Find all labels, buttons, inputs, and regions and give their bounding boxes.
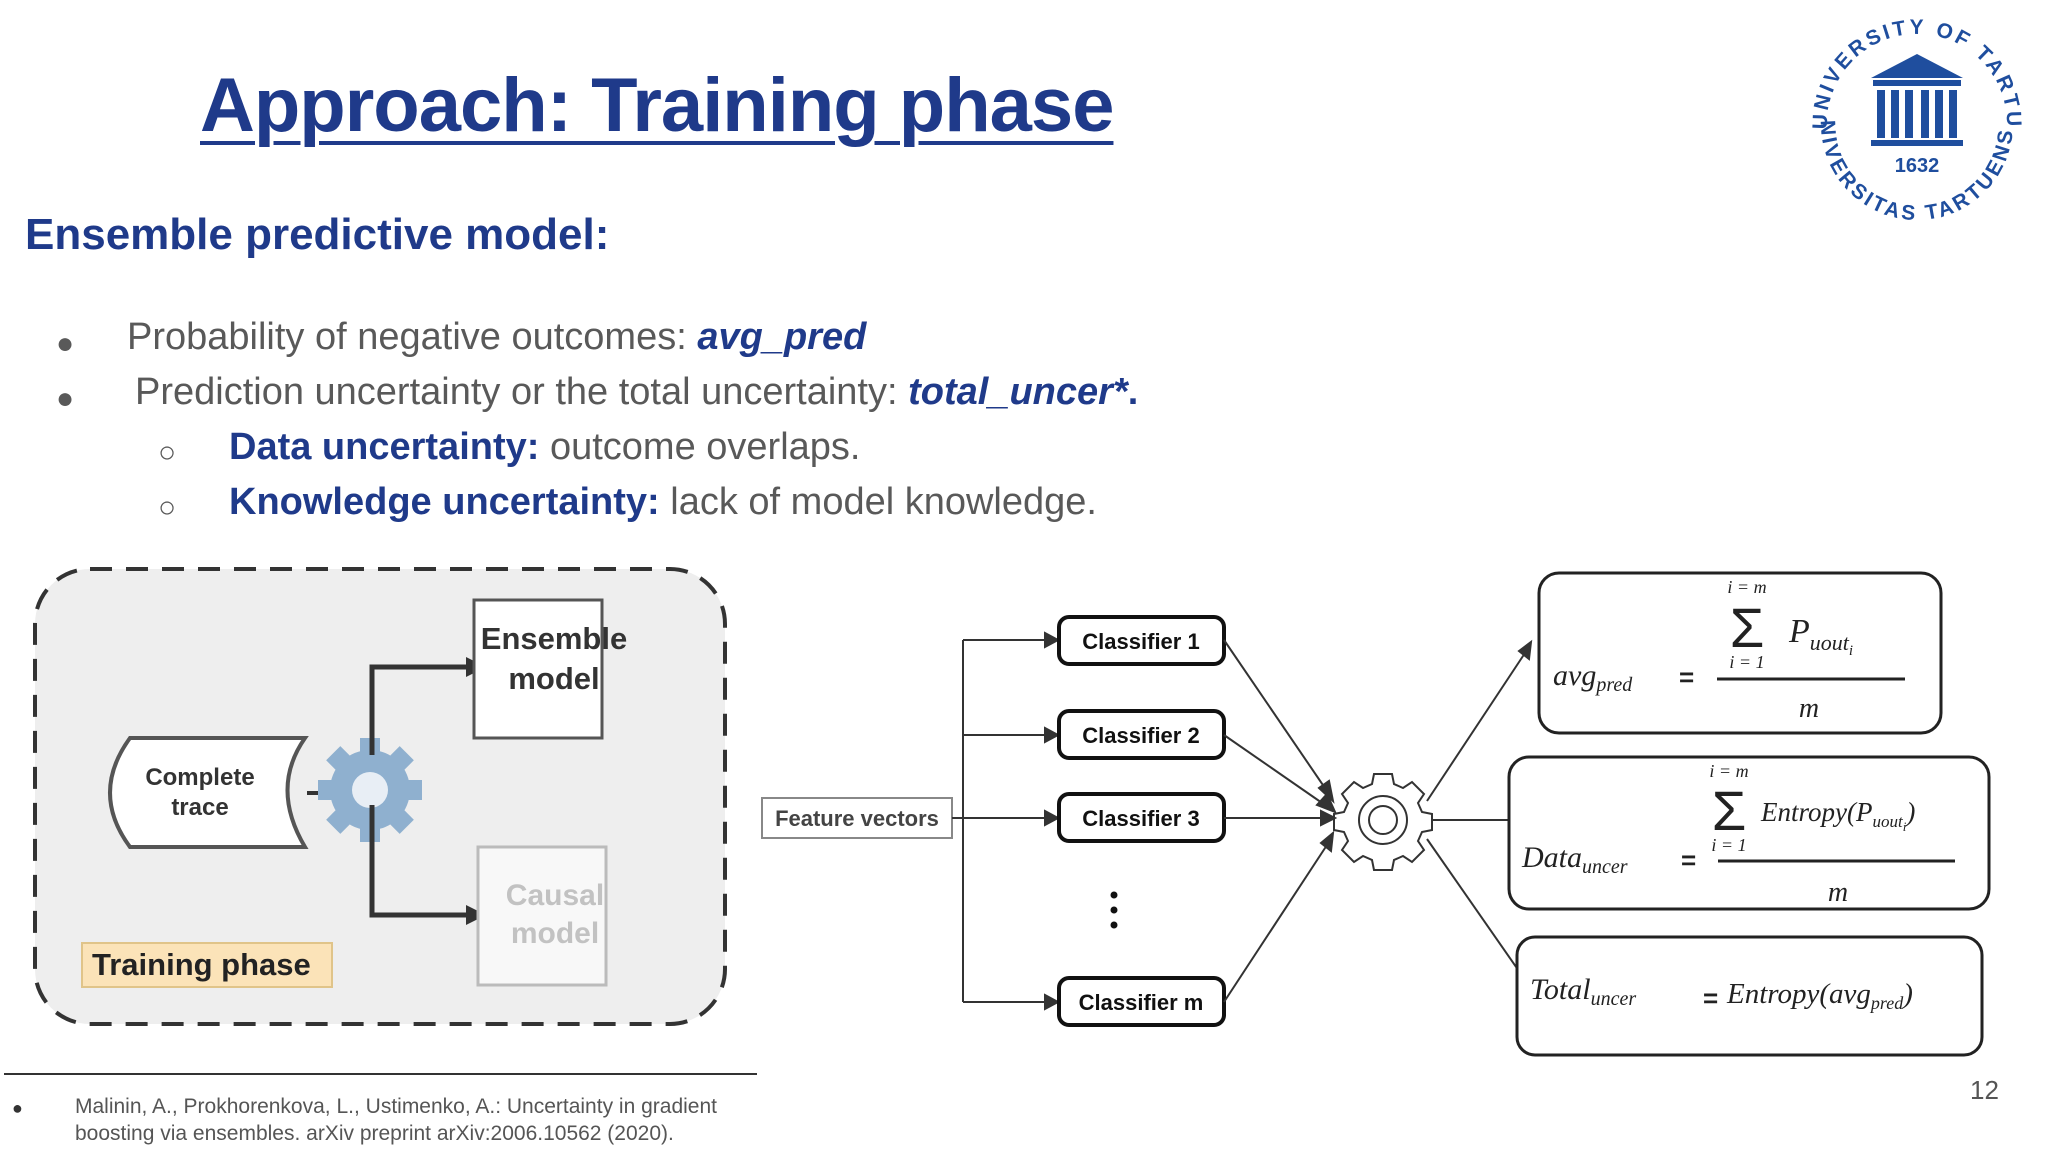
complete-trace-label-1: Complete	[145, 764, 254, 791]
classifier-1-label: Classifier 1	[1082, 629, 1199, 654]
svg-text:=: =	[1679, 662, 1694, 692]
formula-data-lhs: Datauncer	[1521, 841, 1628, 878]
ensemble-uncertainty-diagram: Feature vectors Classifier 1 Classifier …	[761, 571, 1991, 1057]
svg-text:Σ: Σ	[1712, 779, 1747, 842]
slide-title: Approach: Training phase	[200, 63, 1114, 148]
causal-model-box	[476, 845, 608, 987]
sub-bullet-data-uncertainty: Data uncertainty: outcome overlaps.	[229, 426, 861, 468]
svg-text:i = 1: i = 1	[1711, 835, 1746, 855]
formula-total-lhs: Totaluncer	[1530, 973, 1636, 1010]
formula-avg-lhs: avgpred	[1553, 659, 1633, 696]
formula-total-rhs: Entropy(avgpred)	[1726, 978, 1913, 1013]
training-phase-diagram: Complete trace Ensemble model Causal mod…	[33, 567, 727, 1026]
classifier-2-label: Classifier 2	[1082, 723, 1199, 748]
sub-bullet-knowledge-uncertainty: Knowledge uncertainty: lack of model kno…	[229, 481, 1097, 523]
complete-trace-label-2: trace	[171, 794, 228, 821]
classifier-3-label: Classifier 3	[1082, 806, 1199, 831]
sub-bullet-circle: ○	[158, 436, 177, 469]
section-heading: Ensemble predictive model:	[25, 210, 610, 259]
ensemble-model-label-2: model	[508, 661, 599, 696]
page-number: 12	[1970, 1075, 1999, 1105]
feature-vectors-box	[761, 797, 953, 839]
feature-vectors-label: Feature vectors	[775, 806, 939, 831]
formula-avg-term: Puouti	[1788, 613, 1853, 659]
sub-bullet-circle: ○	[158, 491, 177, 524]
training-phase-label: Training phase	[92, 947, 311, 982]
formula-total-uncer-box	[1515, 935, 1984, 1057]
footnote-bullet: ●	[12, 1098, 23, 1118]
ellipsis-dots	[1110, 891, 1118, 929]
seal-year: 1632	[1895, 155, 1940, 177]
ensemble-model-box	[472, 598, 604, 740]
classifier-2-box	[1057, 709, 1226, 760]
formula-data-uncer-box	[1507, 755, 1991, 911]
svg-text:Σ: Σ	[1730, 596, 1765, 659]
svg-text:i = 1: i = 1	[1729, 652, 1764, 672]
complete-trace-shape	[108, 736, 309, 849]
svg-text:m: m	[1828, 877, 1848, 908]
bullet-dot: ●	[56, 327, 75, 360]
training-phase-label-box	[81, 942, 333, 988]
svg-text:i = m: i = m	[1709, 761, 1748, 781]
footnote-citation: Malinin, A., Prokhorenkova, L., Ustimenk…	[75, 1095, 717, 1145]
svg-text:i = m: i = m	[1727, 577, 1766, 597]
formula-avg-pred-box	[1537, 571, 1943, 735]
classifier-m-label: Classifier m	[1079, 990, 1204, 1015]
svg-text:=: =	[1703, 983, 1718, 1013]
causal-model-label-2: model	[511, 917, 599, 950]
footnote-divider	[4, 1073, 757, 1075]
causal-model-label-1: Causal	[506, 879, 604, 912]
svg-text:m: m	[1799, 693, 1819, 724]
svg-text:=: =	[1681, 845, 1696, 875]
bullet-negative-outcomes: Probability of negative outcomes: avg_pr…	[127, 316, 867, 358]
aggregation-gear-icon	[1333, 773, 1433, 871]
ensemble-model-label-1: Ensemble	[481, 621, 627, 656]
bullet-total-uncertainty: Prediction uncertainty or the total unce…	[135, 371, 1139, 413]
bullet-dot: ●	[56, 382, 75, 415]
formula-data-term: Entropy(Puouti)	[1760, 797, 1915, 834]
